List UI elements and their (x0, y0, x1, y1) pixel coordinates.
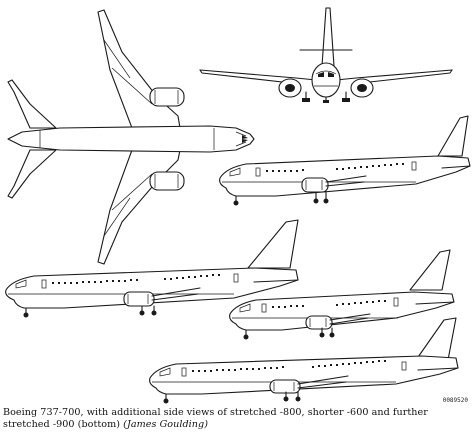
side-view-737-700 (219, 115, 471, 206)
side-view-737-800 (5, 219, 299, 318)
caption-text: Boeing 737-700, with additional side vie… (3, 407, 428, 430)
plan-view (7, 9, 255, 265)
front-view (199, 7, 453, 103)
side-view-737-900 (149, 317, 459, 404)
window-row (266, 163, 404, 172)
aircraft-three-view-drawing (5, 7, 471, 404)
caption-credit: (James Goulding) (123, 418, 208, 430)
figure-caption: Boeing 737-700, with additional side vie… (3, 407, 473, 430)
side-view-737-600 (229, 249, 455, 340)
reference-code: 0089520 (442, 397, 468, 404)
